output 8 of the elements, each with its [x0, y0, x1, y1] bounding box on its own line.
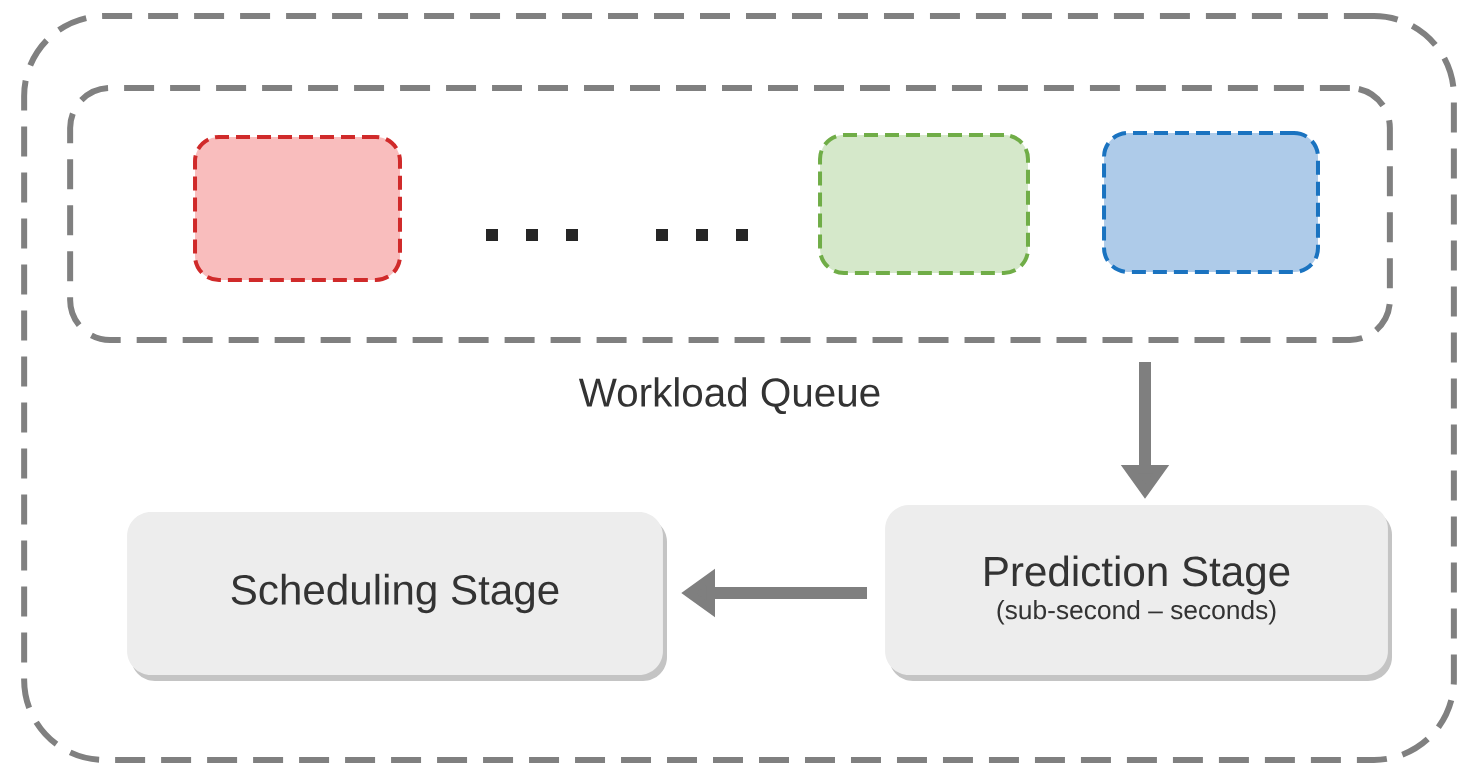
workload-box [818, 133, 1030, 275]
node-label: Workload Queue [578, 377, 880, 415]
stage-box: Prediction Stage (sub-second – seconds) [885, 505, 1392, 681]
workload-box [193, 135, 402, 282]
stage-box: Scheduling Stage [127, 512, 667, 681]
queue-box: Workload Queue [67, 85, 1393, 415]
workload-box [1102, 131, 1320, 274]
outer-dashed-frame [21, 13, 1457, 763]
